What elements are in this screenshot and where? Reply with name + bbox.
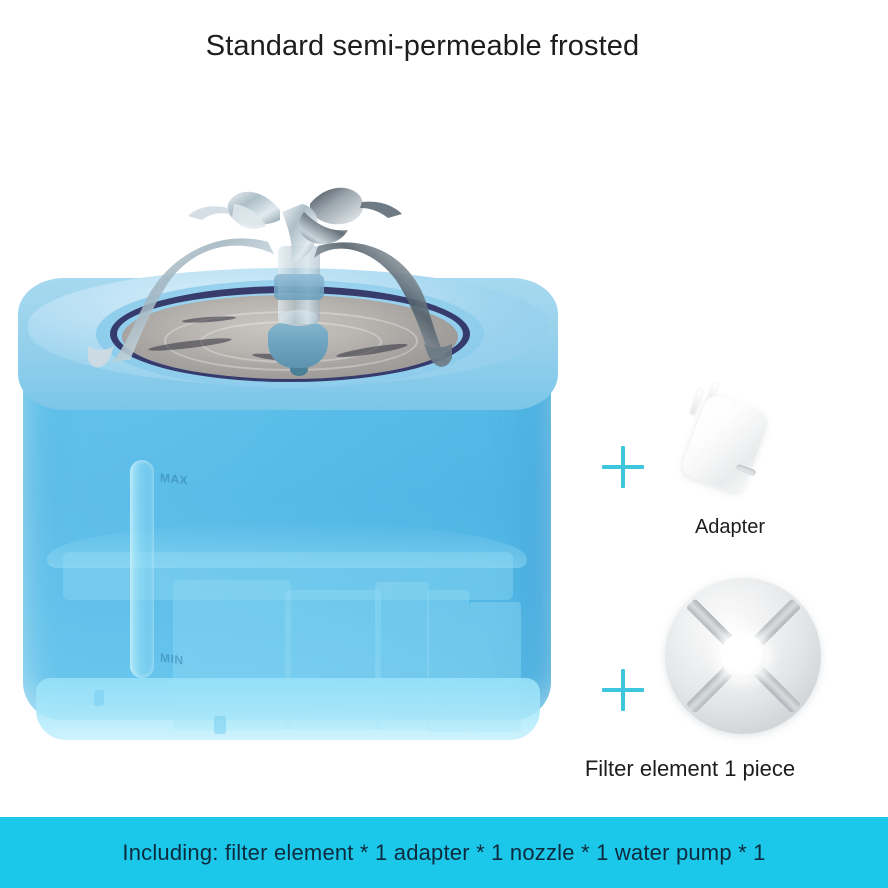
base-notch (214, 716, 226, 734)
gauge-min-label: MIN (160, 650, 184, 668)
filter-element-illustration (665, 578, 821, 734)
adapter-label: Adapter (694, 516, 766, 538)
base-notch (94, 690, 104, 706)
plus-icon (602, 446, 644, 488)
page-title: Standard semi-permeable frosted (205, 30, 640, 62)
plus-icon (602, 669, 644, 711)
filter-element-label: Filter element 1 piece (584, 756, 796, 781)
nozzle-stem-collar (274, 274, 324, 300)
nozzle-base (268, 320, 328, 368)
inclusions-banner-text: Including: filter element * 1 adapter * … (122, 839, 766, 865)
fountain-base-foot (36, 678, 540, 740)
filter-disc (665, 578, 821, 734)
adapter-illustration (672, 382, 792, 503)
pet-water-fountain-illustration: MAX MIN (18, 150, 558, 790)
water-level-gauge-strip (130, 460, 154, 678)
filter-center-hole (720, 633, 766, 679)
inclusions-banner: Including: filter element * 1 adapter * … (0, 817, 888, 888)
